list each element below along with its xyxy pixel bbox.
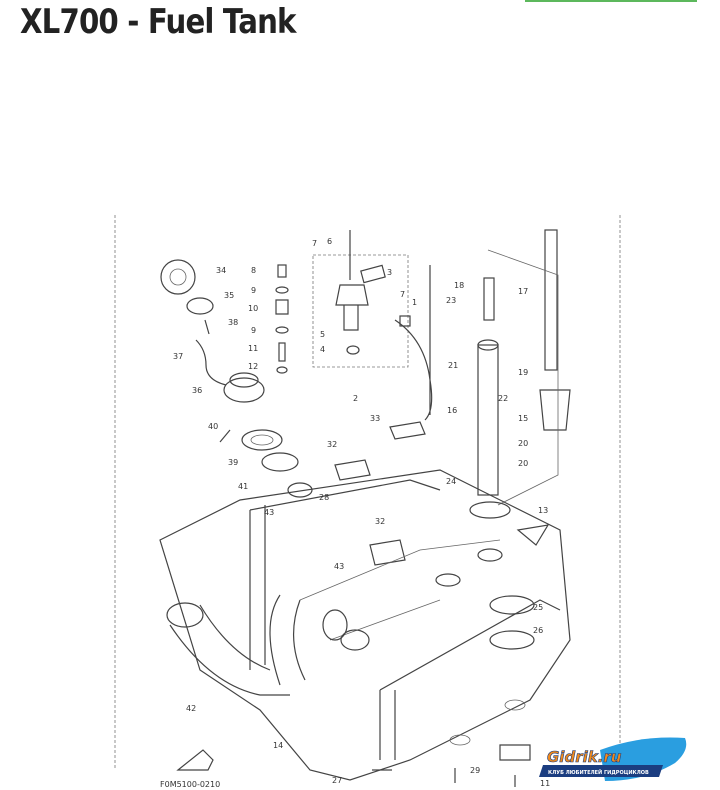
part-label: 42 — [186, 704, 196, 713]
pads — [334, 421, 426, 566]
part-label: 13 — [538, 506, 548, 515]
part-label: 40 — [208, 422, 218, 431]
part-label: 19 — [518, 368, 528, 377]
part-label: 35 — [224, 291, 234, 300]
part-label: 24 — [446, 477, 456, 486]
filler-cap-assembly — [160, 259, 313, 498]
part-label: 25 — [533, 603, 543, 612]
part-label: 18 — [454, 281, 464, 290]
svg-text:КЛУБ ЛЮБИТЕЛЕЙ ГИДРОЦИКЛОВ: КЛУБ ЛЮБИТЕЛЕЙ ГИДРОЦИКЛОВ — [548, 768, 649, 776]
part-label: 38 — [228, 318, 238, 327]
part-label: 10 — [248, 304, 258, 313]
part-number-labels: 34 35 38 37 36 40 39 41 43 8 9 10 9 11 1… — [173, 237, 550, 788]
hose-fittings — [275, 264, 289, 374]
part-label: 39 — [228, 458, 238, 467]
part-label: 12 — [248, 362, 258, 371]
diagram-border — [114, 215, 621, 770]
part-label: 5 — [320, 330, 325, 339]
part-label: 4 — [320, 345, 325, 354]
part-label: 3 — [387, 268, 392, 277]
fuel-sender-assembly — [469, 229, 571, 546]
part-label: 7 — [400, 290, 405, 299]
part-label: 11 — [248, 344, 258, 353]
part-label: 29 — [470, 766, 480, 775]
part-label: 7 — [312, 239, 317, 248]
part-label: 28 — [319, 493, 329, 502]
page-title: XL700 - Fuel Tank — [20, 2, 296, 42]
part-label: 6 — [327, 237, 332, 246]
part-label: 26 — [533, 626, 543, 635]
filler-hose — [166, 594, 306, 696]
part-label: 2 — [353, 394, 358, 403]
part-label: 43 — [334, 562, 344, 571]
diagram-code: F0M5100-0210 — [160, 780, 220, 789]
gidrik-logo: Gidrik.ru КЛУБ ЛЮБИТЕЛЕЙ ГИДРОЦИКЛОВ — [539, 737, 687, 781]
part-label: 9 — [251, 286, 256, 295]
part-label: 22 — [498, 394, 508, 403]
part-label: 27 — [332, 776, 342, 785]
drain-screws — [372, 768, 516, 787]
part-label: 8 — [251, 266, 256, 275]
svg-text:Gidrik.ru: Gidrik.ru — [547, 748, 622, 766]
part-label: 20 — [518, 459, 528, 468]
part-label: 41 — [238, 482, 248, 491]
part-label: 16 — [447, 406, 457, 415]
part-label: 32 — [327, 440, 337, 449]
part-label: 20 — [518, 439, 528, 448]
vent-valve-assembly — [312, 230, 433, 421]
part-label: 21 — [448, 361, 458, 370]
top-accent-bar — [525, 0, 697, 2]
part-label: 14 — [273, 741, 283, 750]
part-label: 32 — [375, 517, 385, 526]
part-label: 9 — [251, 326, 256, 335]
part-label: 36 — [192, 386, 202, 395]
part-label: 23 — [446, 296, 456, 305]
part-label: 11 — [540, 779, 550, 788]
part-label: 17 — [518, 287, 528, 296]
front-arrow-icon — [176, 749, 214, 771]
part-label: 37 — [173, 352, 183, 361]
part-label: 15 — [518, 414, 528, 423]
part-label: 34 — [216, 266, 226, 275]
part-label: 33 — [370, 414, 380, 423]
part-label: 43 — [264, 508, 274, 517]
fuel-tank-body — [159, 469, 571, 781]
part-label: 1 — [412, 298, 417, 307]
